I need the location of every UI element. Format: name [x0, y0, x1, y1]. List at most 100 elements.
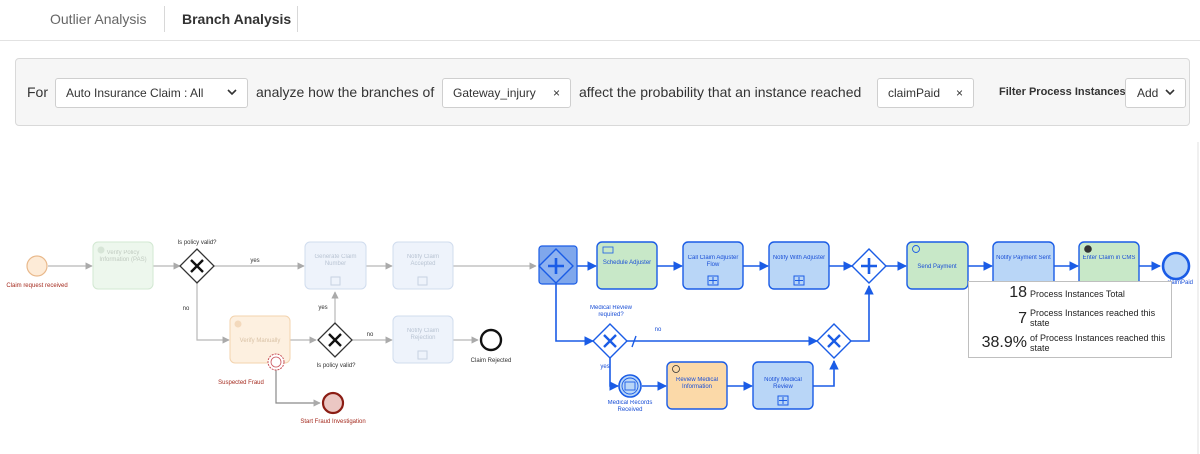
task-verify-policy-label: Verify Policy Information (PAS) — [99, 250, 146, 263]
task-generate-claim[interactable] — [304, 241, 367, 290]
start-event[interactable] — [26, 255, 48, 277]
task-call-adjuster-flow[interactable] — [682, 241, 744, 290]
service-task-icon — [912, 245, 920, 253]
target-chip-label: claimPaid — [888, 86, 941, 100]
tab-branch-analysis[interactable]: Branch Analysis — [182, 11, 292, 27]
branch-analysis-controls: For Auto Insurance Claim : All analyze h… — [15, 58, 1190, 126]
flow-label-yes: yes — [600, 364, 609, 370]
chevron-down-icon — [1165, 79, 1175, 117]
exclusive-x-icon — [328, 333, 342, 347]
gateway-label: Is policy valid? — [316, 363, 356, 369]
task-verify-policy[interactable] — [92, 241, 154, 290]
flow-label-no: no — [655, 327, 662, 333]
exclusive-x-icon — [827, 334, 841, 348]
message-icon — [624, 381, 636, 391]
task-notify-payment-label: Notify Payment Sent — [996, 255, 1051, 261]
intermediate-event-medical-label: Medical Records Received — [608, 400, 653, 413]
reach-statistics-panel: 18 Process Instances Total 7 Process Ins… — [968, 281, 1172, 358]
user-task-icon — [234, 320, 242, 328]
chevron-down-icon — [227, 79, 237, 117]
task-send-payment-label: Send Payment — [917, 264, 957, 270]
tab-outlier-analysis[interactable]: Outlier Analysis — [50, 11, 147, 27]
subprocess-plus-icon — [779, 397, 787, 404]
gateway-chip-label: Gateway_injury — [453, 86, 536, 100]
task-enter-cms-label: Enter Claim in CMS — [1083, 255, 1136, 261]
subprocess-marker-icon — [777, 395, 789, 406]
process-select[interactable]: Auto Insurance Claim : All — [55, 78, 248, 108]
stat-reached-label: Process Instances reached this state — [1030, 308, 1156, 328]
task-notify-accepted-label: Notify Claim Accepted — [407, 254, 439, 267]
end-event-claim-paid[interactable] — [1161, 251, 1191, 281]
task-schedule-adjuster[interactable] — [596, 241, 658, 290]
subprocess-marker-icon — [793, 275, 805, 286]
stat-percent-number: 38.9% — [981, 334, 1027, 351]
flow-label-no: no — [367, 332, 374, 338]
blue-flows — [555, 261, 1161, 391]
task-notify-adjuster[interactable] — [768, 241, 830, 290]
subprocess-plus-icon — [709, 277, 717, 284]
grey-flows — [48, 262, 537, 407]
gateway-medical-review-label: Medical Review required? — [590, 305, 632, 318]
boundary-event[interactable] — [267, 353, 285, 371]
stat-total-label: Process Instances Total — [1030, 289, 1125, 299]
subprocess-marker-icon — [707, 275, 719, 286]
filter-process-instances-label: Filter Process Instances — [999, 86, 1126, 98]
end-event-fraud-label: Start Fraud Investigation — [300, 419, 365, 425]
add-label: Add — [1137, 86, 1159, 100]
tab-divider — [297, 6, 298, 32]
intermediate-event-inner — [621, 377, 639, 395]
task-notify-rejection-label: Notify Claim Rejection — [407, 328, 439, 341]
close-icon[interactable]: × — [955, 86, 963, 100]
flow-label-yes: yes — [250, 258, 259, 264]
end-event-label: Claim Rejected — [471, 358, 512, 364]
task-review-medical[interactable] — [666, 361, 728, 410]
process-select-value: Auto Insurance Claim : All — [66, 86, 204, 100]
subprocess-marker-icon — [417, 276, 428, 286]
task-call-adjuster-flow-label: Call Claim Adjuster Flow — [688, 255, 739, 268]
flow-label-no: no — [183, 306, 190, 312]
process-diagram[interactable]: Claim request received Verify Policy Inf… — [0, 140, 1200, 454]
stat-percent-label: of Process Instances reached this state — [1030, 333, 1166, 353]
task-notify-medical[interactable] — [752, 361, 814, 410]
boundary-event-inner — [270, 356, 282, 368]
gateway-chip[interactable]: Gateway_injury × — [442, 78, 571, 108]
end-event-claim-rejected[interactable] — [479, 328, 503, 352]
subprocess-marker-icon — [417, 350, 428, 360]
for-text: For — [27, 84, 48, 100]
tab-bar: Outlier Analysis Branch Analysis — [0, 0, 1200, 41]
default-slash — [631, 335, 637, 348]
stat-reached-number: 7 — [1018, 310, 1027, 327]
robot-task-icon — [1084, 245, 1092, 253]
parallel-plus-icon — [861, 258, 877, 274]
task-notify-accepted[interactable] — [392, 241, 454, 290]
service-task-icon — [97, 246, 105, 254]
flow-label-yes: yes — [318, 305, 327, 311]
end-event-claim-paid-label: claimPaid — [1167, 280, 1193, 286]
task-generate-claim-label: Generate Claim Number — [314, 254, 356, 267]
task-schedule-adjuster-label: Schedule Adjuster — [603, 260, 651, 266]
task-verify-manually[interactable] — [229, 315, 291, 364]
parallel-plus-icon — [548, 258, 564, 274]
user-task-icon — [672, 365, 680, 373]
add-filter-button[interactable]: Add — [1125, 78, 1186, 108]
suspected-fraud-label: Suspected Fraud — [218, 380, 264, 386]
subprocess-marker-icon — [330, 276, 341, 286]
target-chip[interactable]: claimPaid × — [877, 78, 974, 108]
task-notify-rejection[interactable] — [392, 315, 454, 364]
tab-divider — [164, 6, 165, 32]
analyze-text: analyze how the branches of — [256, 84, 435, 100]
task-notify-medical-label: Notify Medical Review — [764, 377, 802, 390]
task-review-medical-label: Review Medical Information — [676, 377, 718, 390]
affect-text: affect the probability that an instance … — [579, 84, 862, 100]
end-event-fraud[interactable] — [321, 391, 345, 415]
task-notify-adjuster-label: Notify With Adjuster — [773, 255, 825, 261]
stat-total-number: 18 — [1009, 284, 1027, 301]
task-verify-manually-label: Verify Manually — [240, 338, 281, 344]
exclusive-x-icon — [190, 259, 204, 273]
task-send-payment[interactable] — [906, 241, 969, 290]
exclusive-x-icon — [603, 334, 617, 348]
start-event-label: Claim request received — [6, 283, 67, 289]
script-task-icon — [602, 246, 614, 254]
gateway-label: Is policy valid? — [177, 240, 217, 246]
close-icon[interactable]: × — [552, 86, 560, 100]
